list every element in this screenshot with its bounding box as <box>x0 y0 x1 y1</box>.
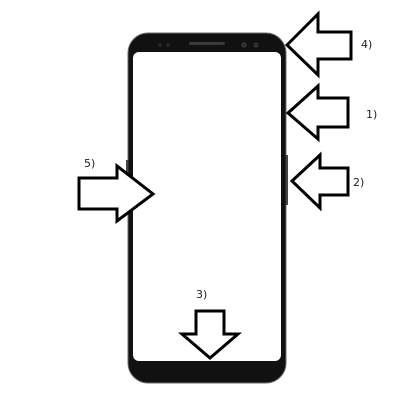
left-arrow-icon <box>284 10 353 79</box>
right-side-button <box>285 155 288 205</box>
callout-1: 1) <box>285 82 377 143</box>
callout-label-2: 2) <box>353 176 364 189</box>
sensor-dot-right <box>253 42 259 48</box>
front-camera-icon <box>241 42 247 48</box>
callout-5: 5) <box>77 157 156 224</box>
right-arrow-icon <box>77 162 156 224</box>
sensor-dot-left-2 <box>166 43 170 47</box>
earpiece-speaker <box>189 42 225 45</box>
callout-label-4: 4) <box>361 38 372 51</box>
left-arrow-icon <box>285 82 350 143</box>
left-side-button <box>126 160 129 180</box>
callout-2: 2) <box>289 151 364 212</box>
callout-4: 4) <box>284 10 372 79</box>
callout-label-1: 1) <box>366 108 377 121</box>
callout-3: 3) <box>177 288 243 360</box>
phone-screen <box>133 52 281 361</box>
smartphone <box>126 32 288 384</box>
callout-label-3: 3) <box>196 288 207 301</box>
left-arrow-icon <box>289 151 350 212</box>
callout-label-5: 5) <box>84 157 95 170</box>
sensor-dot-left-1 <box>158 43 162 47</box>
down-arrow-icon <box>177 309 243 360</box>
